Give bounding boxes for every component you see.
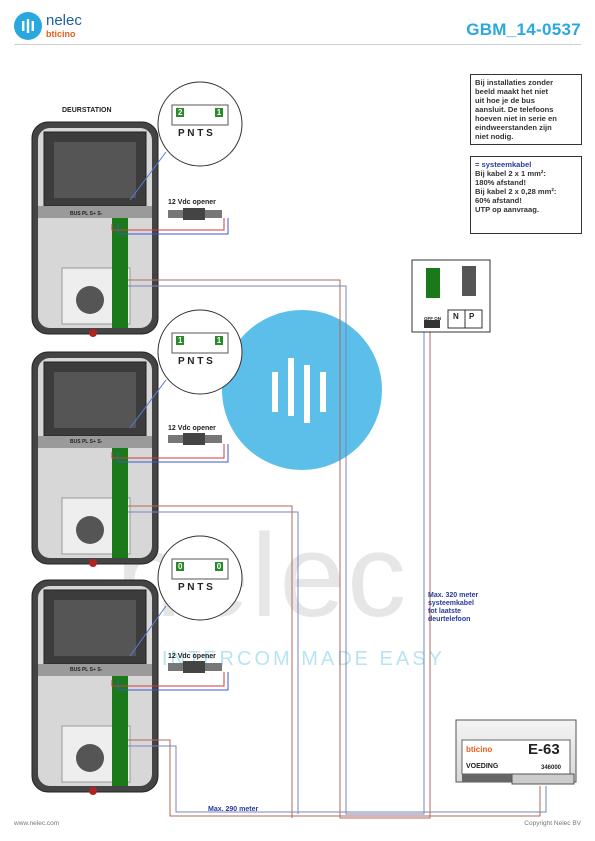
power-supply-unit (455, 719, 577, 785)
door-station-title: DEURSTATION (62, 107, 112, 114)
zoom-switch-3: 0 0 (176, 562, 224, 571)
door-panel-3 (31, 579, 159, 795)
max-320-annotation: Max. 320 meter systeemkabel tot laatste … (428, 592, 479, 623)
footer-right: Copyright Nelec BV (524, 820, 581, 827)
terminal-labels-2: BUS PL S+ S- (70, 439, 103, 445)
power-supply-model: E-63 (528, 741, 560, 758)
header-divider (14, 44, 581, 45)
zoom-switch-3-pnts: P N T S (178, 582, 213, 593)
logo-sub: bticino (46, 29, 76, 39)
cable-legend: = systeemkabel (475, 160, 532, 169)
info-note: Bij installaties zonder beeld maakt het … (470, 74, 582, 145)
power-supply-label: VOEDING (466, 763, 499, 770)
door-panel-2 (31, 351, 159, 567)
phone-np-labels: N P (453, 312, 475, 321)
zoom-switch-1-pnts: P N T S (178, 128, 213, 139)
terminal-labels-3: BUS PL S+ S- (70, 667, 103, 673)
opener-label-2: 12 Vdc opener (168, 425, 216, 432)
zoom-switch-1: 2 1 (176, 108, 224, 117)
zoom-switch-2: 1 1 (176, 336, 224, 345)
zoom-circle-2 (129, 309, 243, 429)
watermark-logo-icon (272, 358, 326, 423)
zoom-switch-2-pnts: P N T S (178, 356, 213, 367)
company-logo: nelec bticino (14, 12, 124, 42)
opener-3 (168, 661, 222, 673)
footer-left: www.nelec.com (14, 820, 60, 827)
opener-1 (168, 208, 222, 220)
indoor-phone (411, 259, 491, 333)
opener-label-1: 12 Vdc opener (168, 199, 216, 206)
door-panel-1 (31, 121, 159, 337)
cable-note: = systeemkabel Bij kabel 2 x 1 mm²: 180%… (470, 156, 582, 234)
zoom-circle-3 (129, 535, 243, 657)
opener-label-3: 12 Vdc opener (168, 653, 216, 660)
document-code: GBM_14-0537 (466, 20, 581, 39)
logo-mark-icon (14, 12, 42, 40)
zoom-circle-1 (129, 81, 243, 201)
max-290-annotation: Max. 290 meter (208, 806, 259, 813)
terminal-labels-1: BUS PL S+ S- (70, 211, 103, 217)
opener-2 (168, 433, 222, 445)
power-supply-part: 346000 (541, 765, 562, 771)
logo-name: nelec (46, 12, 82, 29)
power-supply-brand: bticino (466, 745, 493, 754)
phone-switch-label: OFF ON (424, 316, 441, 321)
watermark-tagline: INTERCOM MADE EASY (162, 648, 445, 670)
watermark-circle (222, 310, 382, 470)
